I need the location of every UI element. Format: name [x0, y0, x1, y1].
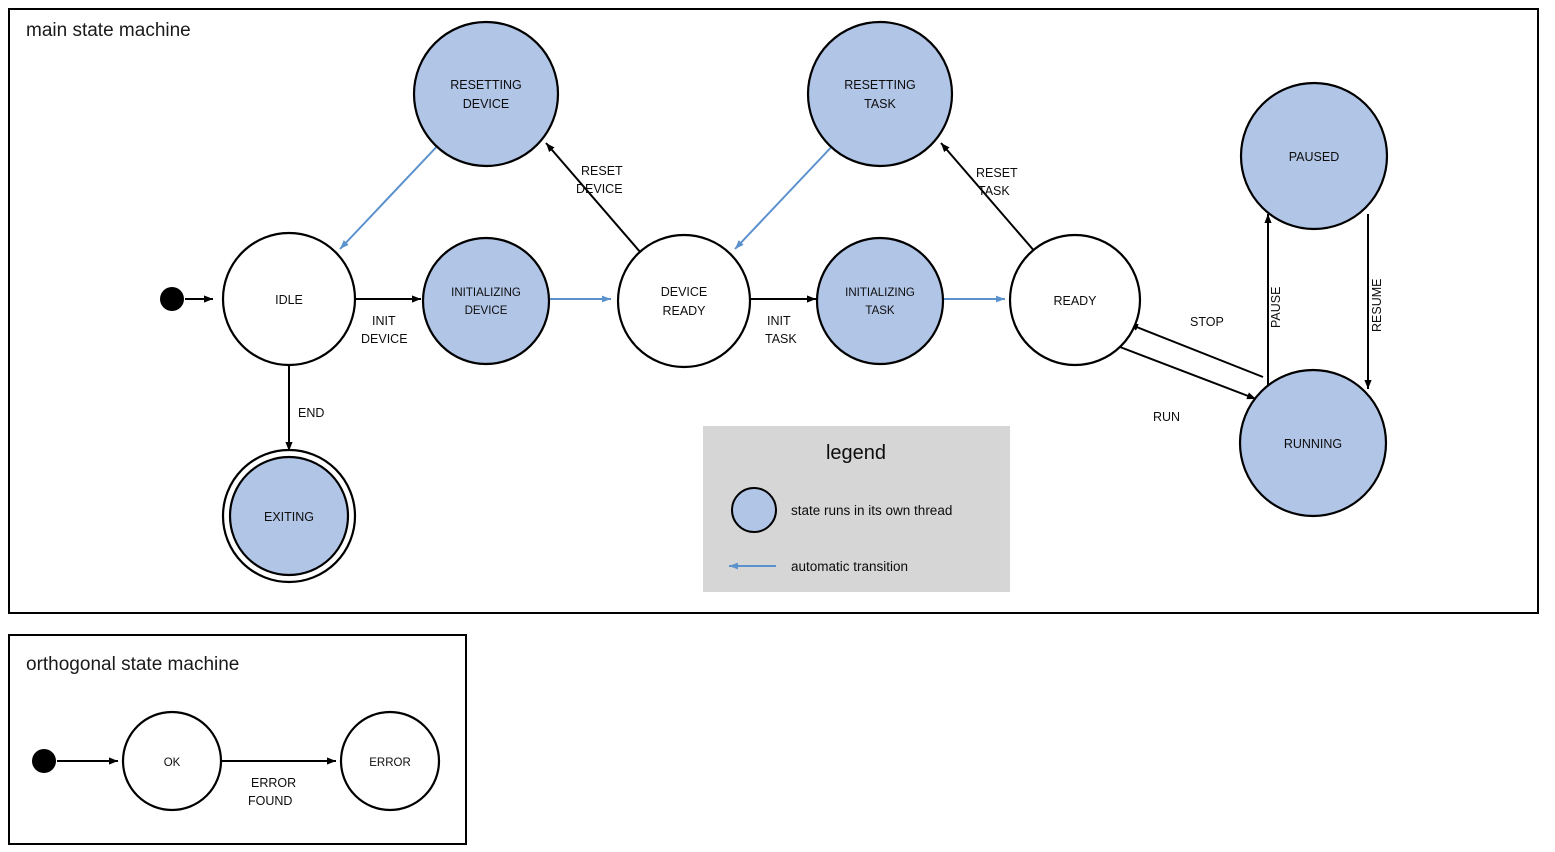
state-ready[interactable]: READY [1008, 233, 1142, 367]
state-initializing-task-label-line2: TASK [865, 305, 895, 317]
state-device-ready-label-line1: DEVICE [661, 285, 708, 299]
state-idle-circle[interactable] [221, 231, 357, 367]
edge-label-pause: PAUSE [1269, 287, 1283, 328]
state-idle[interactable]: IDLE [221, 231, 357, 367]
state-paused[interactable]: PAUSED [1239, 81, 1389, 231]
edge-label-init-device-line1: INIT [372, 314, 396, 328]
state-running-circle[interactable] [1238, 368, 1388, 518]
state-resetting-device[interactable]: RESETTING DEVICE [412, 20, 560, 168]
state-initializing-device-label-line2: DEVICE [465, 305, 508, 317]
state-initializing-task-label-line1: INITIALIZING [845, 287, 915, 299]
state-resetting-task-label-line2: TASK [864, 97, 896, 111]
edge-label-init-task-line1: INIT [767, 314, 791, 328]
transition-running-to-ready [1128, 323, 1264, 378]
state-initializing-device-label-line1: INITIALIZING [451, 287, 521, 299]
edge-label-run: RUN [1153, 410, 1180, 424]
state-running-label: RUNNING [1284, 437, 1342, 451]
transition-resetting-task-to-device-ready [734, 139, 839, 250]
transition-ready-to-running [1119, 346, 1257, 400]
legend-item-1-label: state runs in its own thread [791, 503, 952, 518]
orthogonal-initial-state-dot [32, 749, 56, 773]
state-initializing-device-circle[interactable] [421, 236, 551, 366]
state-exiting-circle[interactable] [228, 455, 350, 577]
orthogonal-state-machine-frame: orthogonal state machine ERROR FOUND OK … [8, 634, 467, 845]
state-paused-label: PAUSED [1289, 150, 1339, 164]
main-states-layer: IDLE RESETTING DEVICE INITIALIZING DEVIC… [160, 20, 1389, 584]
state-initializing-task-circle[interactable] [815, 236, 945, 366]
state-resetting-task-circle[interactable] [806, 20, 954, 168]
state-ready-circle[interactable] [1008, 233, 1142, 367]
state-resetting-device-label-line1: RESETTING [450, 78, 522, 92]
state-resetting-task-label-line1: RESETTING [844, 78, 916, 92]
edge-label-init-device-line2: DEVICE [361, 332, 408, 346]
state-initializing-task[interactable]: INITIALIZING TASK [815, 236, 945, 366]
main-transitions-layer: INIT DEVICE END RESET DEVICE INIT TASK R… [185, 139, 1384, 451]
edge-label-end: END [298, 406, 324, 420]
edge-label-reset-task-line2: TASK [978, 184, 1010, 198]
legend-title: legend [826, 442, 886, 464]
state-paused-circle[interactable] [1239, 81, 1389, 231]
edge-label-error-found-line1: ERROR [251, 776, 296, 790]
state-running[interactable]: RUNNING [1238, 368, 1388, 518]
state-idle-label: IDLE [275, 293, 303, 307]
initial-state-dot [160, 287, 184, 311]
state-error-label: ERROR [369, 757, 411, 769]
transition-resetting-device-to-idle [339, 139, 444, 250]
state-ok-circle[interactable] [121, 710, 223, 812]
orthogonal-frame-title: orthogonal state machine [26, 654, 239, 675]
state-ok[interactable]: OK [121, 710, 223, 812]
edge-label-resume: RESUME [1370, 279, 1384, 332]
legend-thread-state-icon [731, 487, 777, 533]
edge-label-reset-device-line1: RESET [581, 164, 623, 178]
edge-label-reset-device-line2: DEVICE [576, 182, 623, 196]
state-initializing-device[interactable]: INITIALIZING DEVICE [421, 236, 551, 366]
state-device-ready-label-line2: READY [662, 304, 706, 318]
state-resetting-device-label-line2: DEVICE [463, 97, 510, 111]
state-resetting-device-circle[interactable] [412, 20, 560, 168]
legend: legend state runs in its own thread auto… [703, 426, 1010, 592]
main-frame-title: main state machine [26, 20, 191, 41]
state-exiting-label: EXITING [264, 510, 314, 524]
state-resetting-task[interactable]: RESETTING TASK [806, 20, 954, 168]
legend-item-2-label: automatic transition [791, 559, 908, 574]
state-error-circle[interactable] [339, 710, 441, 812]
edge-label-reset-task-line1: RESET [976, 166, 1018, 180]
edge-label-init-task-line2: TASK [765, 332, 797, 346]
edge-label-error-found-line2: FOUND [248, 794, 292, 808]
state-device-ready[interactable]: DEVICE READY [616, 233, 752, 369]
state-ready-label: READY [1053, 294, 1097, 308]
transition-ready-to-resetting-task [940, 142, 1037, 254]
state-error[interactable]: ERROR [339, 710, 441, 812]
edge-label-stop: STOP [1190, 315, 1224, 329]
state-exiting[interactable]: EXITING [221, 448, 357, 584]
transition-device-ready-to-resetting-device [545, 142, 642, 254]
state-ok-label: OK [164, 757, 181, 769]
state-device-ready-circle[interactable] [616, 233, 752, 369]
